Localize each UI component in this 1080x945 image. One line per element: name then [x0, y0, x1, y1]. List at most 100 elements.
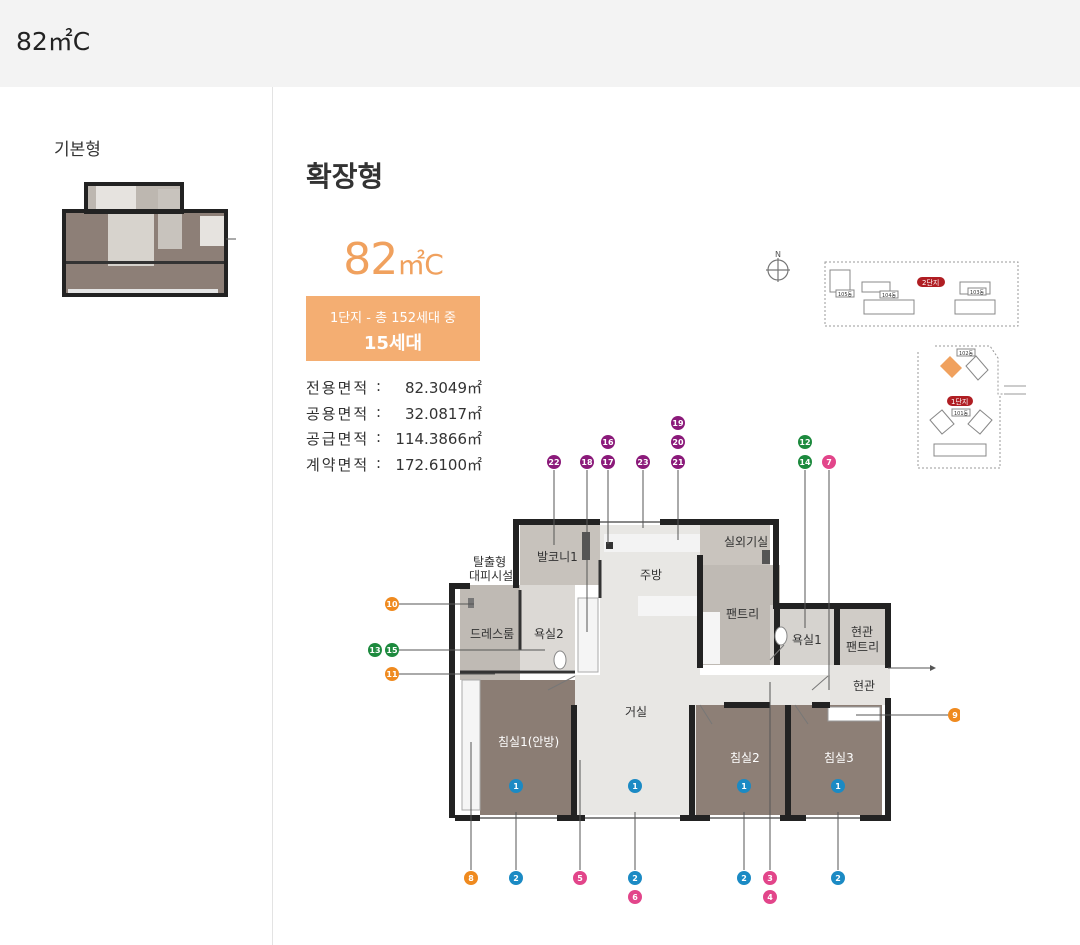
area-row: 공급면적:114.3866㎡: [306, 428, 482, 454]
room-bath2: 욕실2: [534, 627, 564, 641]
marker-8[interactable]: 8: [464, 871, 478, 885]
walls: [449, 519, 891, 821]
svg-text:15: 15: [386, 646, 398, 655]
marker-13[interactable]: 13: [368, 643, 382, 657]
building-105: 105동: [838, 292, 853, 298]
marker-1[interactable]: 1: [628, 779, 642, 793]
area-value: 32.0817㎡: [404, 404, 482, 423]
marker-2[interactable]: 2: [737, 871, 751, 885]
building-102: 102동: [959, 351, 974, 357]
unit-count-line2: 15세대: [363, 333, 423, 354]
svg-text:1: 1: [741, 782, 747, 791]
marker-20[interactable]: 20: [671, 435, 685, 449]
room-utility: 실외기실: [724, 535, 768, 549]
compass-label: N: [775, 250, 781, 259]
svg-text:21: 21: [672, 458, 684, 467]
svg-text:2: 2: [513, 874, 519, 883]
unit-count-line1: 1단지 - 총 152세대 중: [329, 311, 457, 326]
marker-15[interactable]: 15: [385, 643, 399, 657]
marker-2[interactable]: 2: [509, 871, 523, 885]
room-entrance: 현관: [853, 679, 875, 693]
area-row: 계약면적:172.6100㎡: [306, 454, 482, 480]
svg-text:17: 17: [602, 458, 613, 467]
svg-text:2: 2: [741, 874, 747, 883]
room-bedroom3: 침실3: [824, 751, 854, 765]
room-entrance-pantry-line2: 팬트리: [846, 640, 879, 654]
svg-text:2: 2: [632, 874, 638, 883]
basic-type-title: 기본형: [54, 140, 101, 160]
marker-21[interactable]: 21: [671, 455, 685, 469]
svg-text:23: 23: [637, 458, 648, 467]
marker-4[interactable]: 4: [763, 890, 777, 904]
marker-22[interactable]: 22: [547, 455, 561, 469]
complex1-badge: 1단지: [951, 397, 968, 406]
marker-16[interactable]: 16: [601, 435, 615, 449]
area-table: 전용면적:82.3049㎡ 공용면적:32.0817㎡ 공급면적:114.386…: [306, 377, 482, 479]
svg-text:1: 1: [835, 782, 841, 791]
area-value: 114.3866㎡: [395, 430, 482, 448]
marker-1[interactable]: 1: [831, 779, 845, 793]
marker-23[interactable]: 23: [636, 455, 650, 469]
marker-5[interactable]: 5: [573, 871, 587, 885]
room-fills: [460, 525, 890, 815]
marker-11[interactable]: 11: [385, 667, 399, 681]
markers: 22 18 16 17 23 19 20 21 12 14 7 10 13 15…: [368, 416, 960, 904]
compass-icon: N: [766, 250, 790, 282]
room-balcony1: 발코니1: [537, 550, 578, 564]
area-row: 공용면적:32.0817㎡: [306, 403, 482, 429]
svg-text:8: 8: [468, 874, 474, 883]
marker-12[interactable]: 12: [798, 435, 812, 449]
svg-text:3: 3: [767, 874, 773, 883]
marker-2[interactable]: 2: [831, 871, 845, 885]
room-bedroom2: 침실2: [730, 751, 760, 765]
room-bath1: 욕실1: [792, 633, 822, 647]
svg-text:6: 6: [632, 893, 638, 902]
room-escape: 탈출형: [473, 555, 506, 569]
marker-2[interactable]: 2: [628, 871, 642, 885]
area-label: 계약면적: [306, 455, 370, 474]
svg-text:18: 18: [581, 458, 593, 467]
room-bedroom1: 침실1(안방): [498, 735, 559, 749]
floor-plan: 탈출형 대피시설 발코니1 주방 실외기실 팬트리 드레스룸 욕실2 욕실1 현…: [368, 416, 960, 904]
svg-text:13: 13: [369, 646, 380, 655]
unit-type-number: 82: [343, 234, 398, 285]
leader-lines: [399, 470, 948, 870]
svg-text:20: 20: [672, 438, 684, 447]
svg-text:5: 5: [577, 874, 583, 883]
marker-3[interactable]: 3: [763, 871, 777, 885]
area-label: 전용면적: [306, 379, 370, 397]
svg-text:16: 16: [602, 438, 614, 447]
building-103: 103동: [970, 290, 985, 296]
svg-text:10: 10: [386, 600, 398, 609]
marker-14[interactable]: 14: [798, 455, 812, 469]
site-locator-map: N 105동 104동 103동 2단지 102동 1단지 101동: [766, 250, 1026, 469]
marker-6[interactable]: 6: [628, 890, 642, 904]
marker-7[interactable]: 7: [822, 455, 836, 469]
header-bar: 82㎡C: [0, 0, 1080, 87]
marker-18[interactable]: 18: [580, 455, 594, 469]
marker-1[interactable]: 1: [509, 779, 523, 793]
room-escape2: 대피시설: [469, 569, 513, 583]
svg-text:9: 9: [952, 711, 958, 720]
marker-19[interactable]: 19: [671, 416, 685, 430]
svg-text:14: 14: [799, 458, 811, 467]
room-living: 거실: [625, 705, 647, 719]
page-title: 82㎡C: [16, 27, 91, 56]
basic-floor-plan-thumbnail[interactable]: [60, 181, 238, 297]
area-value: 82.3049㎡: [404, 379, 482, 397]
marker-9[interactable]: 9: [948, 708, 960, 722]
svg-text:22: 22: [548, 458, 559, 467]
marker-1[interactable]: 1: [737, 779, 751, 793]
column-divider: [272, 87, 273, 945]
marker-17[interactable]: 17: [601, 455, 615, 469]
area-value: 172.6100㎡: [395, 455, 482, 474]
room-dressroom: 드레스룸: [470, 627, 514, 641]
unit-type-label: 82㎡C: [306, 234, 480, 285]
building-101: 101동: [954, 411, 969, 417]
room-kitchen: 주방: [640, 568, 662, 582]
svg-text:7: 7: [826, 458, 832, 467]
marker-10[interactable]: 10: [385, 597, 399, 611]
area-label: 공용면적: [306, 404, 370, 423]
area-row: 전용면적:82.3049㎡: [306, 377, 482, 403]
svg-text:4: 4: [767, 893, 773, 902]
